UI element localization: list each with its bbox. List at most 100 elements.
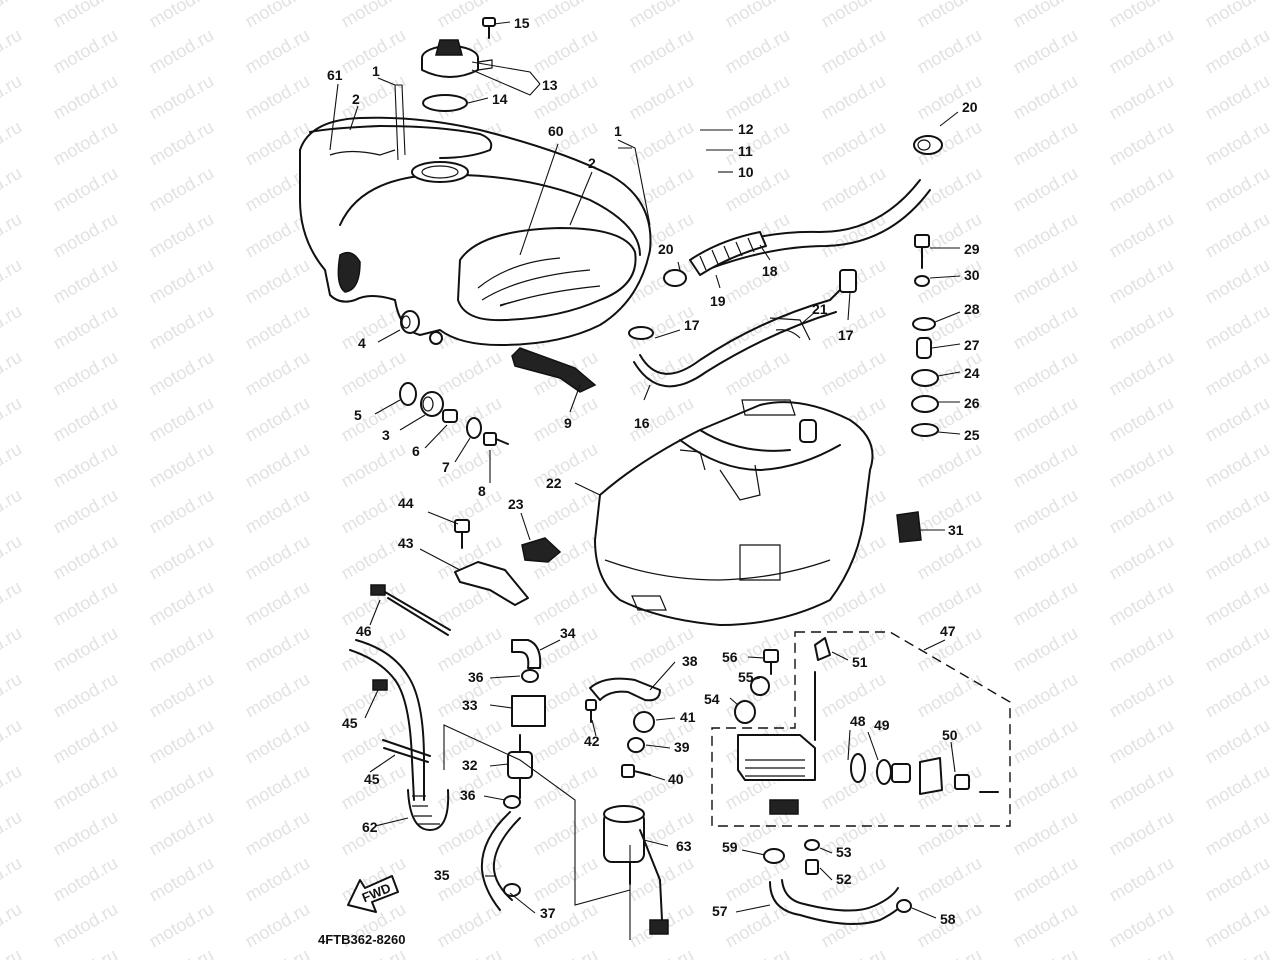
- label-part-43: 43: [398, 535, 414, 551]
- label-part-41: 41: [680, 709, 696, 725]
- watermark-text: motod.ru: [1010, 255, 1082, 308]
- watermark-text: motod.ru: [914, 577, 986, 630]
- hose-57: [769, 879, 907, 925]
- watermark-text: motod.ru: [1106, 715, 1178, 768]
- watermark-text: motod.ru: [914, 531, 986, 584]
- watermark-text: motod.ru: [1202, 301, 1274, 354]
- watermark-text: motod.ru: [50, 531, 122, 584]
- watermark-text: motod.ru: [530, 485, 602, 538]
- label-part-9: 9: [564, 415, 572, 431]
- washer-28: [912, 317, 936, 331]
- label-part-7: 7: [442, 459, 450, 475]
- clip-59: [763, 848, 785, 864]
- watermark-text: motod.ru: [0, 209, 25, 262]
- watermark-text: motod.ru: [1202, 531, 1274, 584]
- watermark-text: motod.ru: [1106, 117, 1178, 170]
- label-part-55: 55: [738, 669, 754, 685]
- label-part-57: 57: [712, 903, 728, 919]
- collar-6: [442, 409, 458, 423]
- watermark-text: motod.ru: [1106, 485, 1178, 538]
- watermark-text: motod.ru: [722, 347, 794, 400]
- watermark-text: motod.ru: [50, 439, 122, 492]
- watermark-text: motod.ru: [338, 347, 410, 400]
- watermark-text: motod.ru: [0, 761, 25, 814]
- watermark-text: motod.ru: [914, 669, 986, 722]
- label-part-32: 32: [462, 757, 478, 773]
- watermark-text: motod.ru: [50, 899, 122, 952]
- label-part-25: 25: [964, 427, 980, 443]
- watermark-text: motod.ru: [0, 25, 25, 78]
- label-part-49: 49: [874, 717, 890, 733]
- label-part-48: 48: [850, 713, 866, 729]
- watermark-text: motod.ru: [0, 117, 25, 170]
- label-part-60: 60: [548, 123, 564, 139]
- bracket-43: [454, 561, 529, 606]
- watermark-text: motod.ru: [722, 71, 794, 124]
- watermark-text: motod.ru: [50, 25, 122, 78]
- watermark-text: motod.ru: [338, 485, 410, 538]
- watermark-text: motod.ru: [914, 71, 986, 124]
- watermark-text: motod.ru: [1202, 439, 1274, 492]
- watermark-text: motod.ru: [818, 853, 890, 906]
- joint-34: [511, 639, 542, 669]
- watermark-text: motod.ru: [0, 393, 25, 446]
- watermark-text: motod.ru: [530, 71, 602, 124]
- watermark-text: motod.ru: [1010, 25, 1082, 78]
- label-part-52: 52: [836, 871, 852, 887]
- watermark-text: motod.ru: [1106, 807, 1178, 860]
- watermark-text: motod.ru: [1010, 853, 1082, 906]
- fuel-lines-left: [349, 639, 450, 831]
- watermark-text: motod.ru: [50, 163, 122, 216]
- watermark-text: motod.ru: [50, 393, 122, 446]
- watermark-text: motod.ru: [1106, 577, 1178, 630]
- watermark-text: motod.ru: [146, 393, 218, 446]
- cushion-23: [521, 537, 562, 563]
- watermark-text: motod.ru: [530, 853, 602, 906]
- label-part-62: 62: [362, 819, 378, 835]
- watermark-text: motod.ru: [50, 715, 122, 768]
- watermark-text: motod.ru: [146, 163, 218, 216]
- label-part-28: 28: [964, 301, 980, 317]
- watermark-text: motod.ru: [1202, 761, 1274, 814]
- label-part-31: 31: [948, 522, 964, 538]
- watermark-text: motod.ru: [1106, 761, 1178, 814]
- watermark-text: motod.ru: [0, 669, 25, 722]
- watermark-text: motod.ru: [1010, 669, 1082, 722]
- label-part-24: 24: [964, 365, 980, 381]
- watermark-text: motod.ru: [1106, 301, 1178, 354]
- watermark-text: motod.ru: [50, 255, 122, 308]
- label-part-17-left: 17: [684, 317, 700, 333]
- watermark-text: motod.ru: [722, 117, 794, 170]
- watermark-text: motod.ru: [1010, 439, 1082, 492]
- watermark-text: motod.ru: [1010, 899, 1082, 952]
- collar-55: [750, 676, 770, 696]
- watermark-text: motod.ru: [146, 853, 218, 906]
- watermark-text: motod.ru: [1202, 255, 1274, 308]
- watermark-text: motod.ru: [50, 669, 122, 722]
- label-part-1-right: 1: [614, 123, 622, 139]
- label-part-15: 15: [514, 15, 530, 31]
- label-part-59: 59: [722, 839, 738, 855]
- watermark-text: motod.ru: [242, 531, 314, 584]
- label-part-13: 13: [542, 77, 558, 93]
- watermark-text: motod.ru: [0, 163, 25, 216]
- label-part-3: 3: [382, 427, 390, 443]
- gasket-14: [422, 94, 468, 112]
- label-part-17-right: 17: [838, 327, 854, 343]
- watermark-text: motod.ru: [338, 669, 410, 722]
- watermark-text: motod.ru: [242, 485, 314, 538]
- damper-54: [734, 700, 756, 724]
- watermark-text: motod.ru: [50, 117, 122, 170]
- label-part-14: 14: [492, 91, 508, 107]
- label-part-37: 37: [540, 905, 556, 921]
- watermark-text: motod.ru: [146, 347, 218, 400]
- tank-cover: [299, 116, 652, 346]
- watermark-text: motod.ru: [1202, 623, 1274, 676]
- watermark-text: motod.ru: [50, 209, 122, 262]
- watermark-text: motod.ru: [1202, 347, 1274, 400]
- bolt-8: [483, 432, 509, 446]
- watermark-text: motod.ru: [1010, 117, 1082, 170]
- watermark-text: motod.ru: [0, 531, 25, 584]
- watermark-text: motod.ru: [1106, 71, 1178, 124]
